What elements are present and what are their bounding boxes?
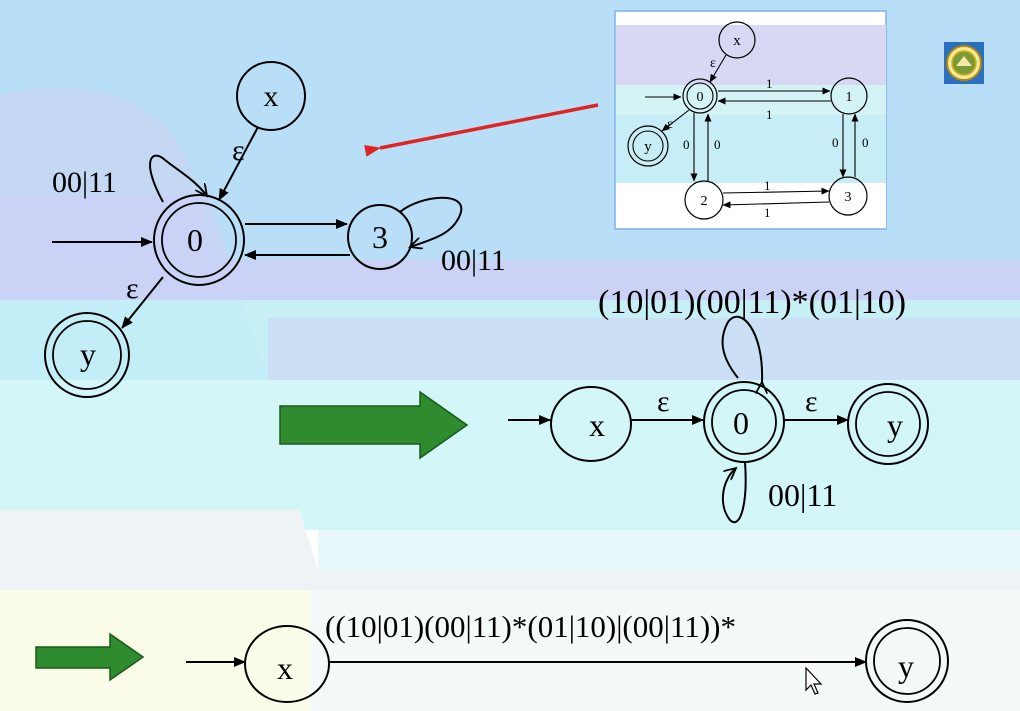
middle-loop-top xyxy=(721,315,763,382)
inset-state-3-label: 3 xyxy=(845,190,852,205)
inset-edge-2-3-label: 1 xyxy=(764,178,771,193)
middle-state-y-label: y xyxy=(887,407,903,443)
inset-state-y-label: y xyxy=(644,139,652,155)
top-state-0-label: 0 xyxy=(187,222,203,258)
middle-loop-bottom xyxy=(721,461,747,523)
middle-state-x-label: x xyxy=(589,407,605,443)
bottom-state-y-label: y xyxy=(898,648,914,684)
inset-state-3: 3 xyxy=(828,176,868,216)
inset-state-2: 2 xyxy=(684,180,724,220)
top-state-3-label: 3 xyxy=(372,219,388,255)
top-state-y-label: y xyxy=(80,336,96,372)
top-edge-eps-0-y xyxy=(121,276,164,329)
middle-loop-top-label: (10|01)(00|11)*(01|10) xyxy=(598,284,906,321)
middle-eps-right-label: ε xyxy=(805,385,818,418)
top-self-loop-3 xyxy=(399,196,463,247)
inset-edge-2-3 xyxy=(722,187,830,195)
inset-eps-y-label: ε xyxy=(667,117,673,132)
red-pointer-arrow xyxy=(364,103,599,157)
inset-state-x: x xyxy=(718,21,756,59)
university-logo xyxy=(944,42,984,84)
top-eps-y-label: ε xyxy=(126,272,139,305)
inset-state-y: y xyxy=(627,125,669,167)
inset-edge-eps-x xyxy=(709,54,727,83)
top-state-x-label: x xyxy=(264,80,279,113)
middle-loop-bottom-label: 00|11 xyxy=(768,477,837,513)
top-state-y: y xyxy=(44,312,130,398)
inset-state-0: 0 xyxy=(682,78,718,114)
top-self-loop-0-label: 00|11 xyxy=(52,166,117,199)
top-self-loop-0 xyxy=(149,154,207,203)
inset-state-2-label: 2 xyxy=(701,194,708,209)
inset-state-x-label: x xyxy=(733,33,741,49)
middle-eps-left-label: ε xyxy=(657,385,670,418)
bottom-state-x: x xyxy=(244,625,330,703)
inset-edge-3-1-label: 0 xyxy=(862,135,869,150)
middle-state-x: x xyxy=(550,386,632,462)
inset-diagram: x 0 1 y 2 3 ε ε 1 1 0 0 0 0 1 1 xyxy=(614,10,887,230)
inset-edge-0-1-label: 1 xyxy=(766,76,773,91)
bottom-diagram: ((10|01)(00|11)*(01|10)|(00|11))* x y xyxy=(186,609,949,703)
top-state-0: 0 xyxy=(153,194,245,286)
top-state-3: 3 xyxy=(347,204,413,270)
green-arrow-middle xyxy=(279,390,469,460)
bottom-state-y: y xyxy=(865,619,949,703)
middle-state-0: 0 xyxy=(703,381,785,463)
inset-edge-2-0-label: 0 xyxy=(714,137,721,152)
inset-edge-0-2-label: 0 xyxy=(683,137,690,152)
inset-state-1-label: 1 xyxy=(846,90,853,105)
top-diagram: x 0 3 y ε 00|11 00|11 ε xyxy=(44,61,506,398)
top-eps-x-label: ε xyxy=(232,134,245,167)
top-state-x: x xyxy=(236,61,306,131)
middle-diagram: (10|01)(00|11)*(01|10) x 0 y ε ε 00|11 xyxy=(508,284,929,523)
top-edge-eps-x-0 xyxy=(218,126,259,201)
inset-edge-1-0-label: 1 xyxy=(766,107,773,122)
inset-edge-3-2 xyxy=(722,201,830,209)
middle-state-0-label: 0 xyxy=(733,405,749,441)
inset-eps-x-label: ε xyxy=(710,56,716,71)
bottom-state-x-label: x xyxy=(277,650,293,686)
inset-state-1: 1 xyxy=(830,77,868,115)
top-self-loop-3-label: 00|11 xyxy=(441,244,506,277)
green-arrow-bottom xyxy=(35,632,145,682)
inset-edge-3-2-label: 1 xyxy=(764,205,771,220)
inset-state-0-label: 0 xyxy=(697,90,704,105)
inset-edge-1-3-label: 0 xyxy=(832,135,839,150)
bottom-edge-label: ((10|01)(00|11)*(01|10)|(00|11))* xyxy=(325,609,736,644)
inset-edge-eps-y xyxy=(661,109,690,132)
mouse-cursor-icon xyxy=(805,666,823,695)
